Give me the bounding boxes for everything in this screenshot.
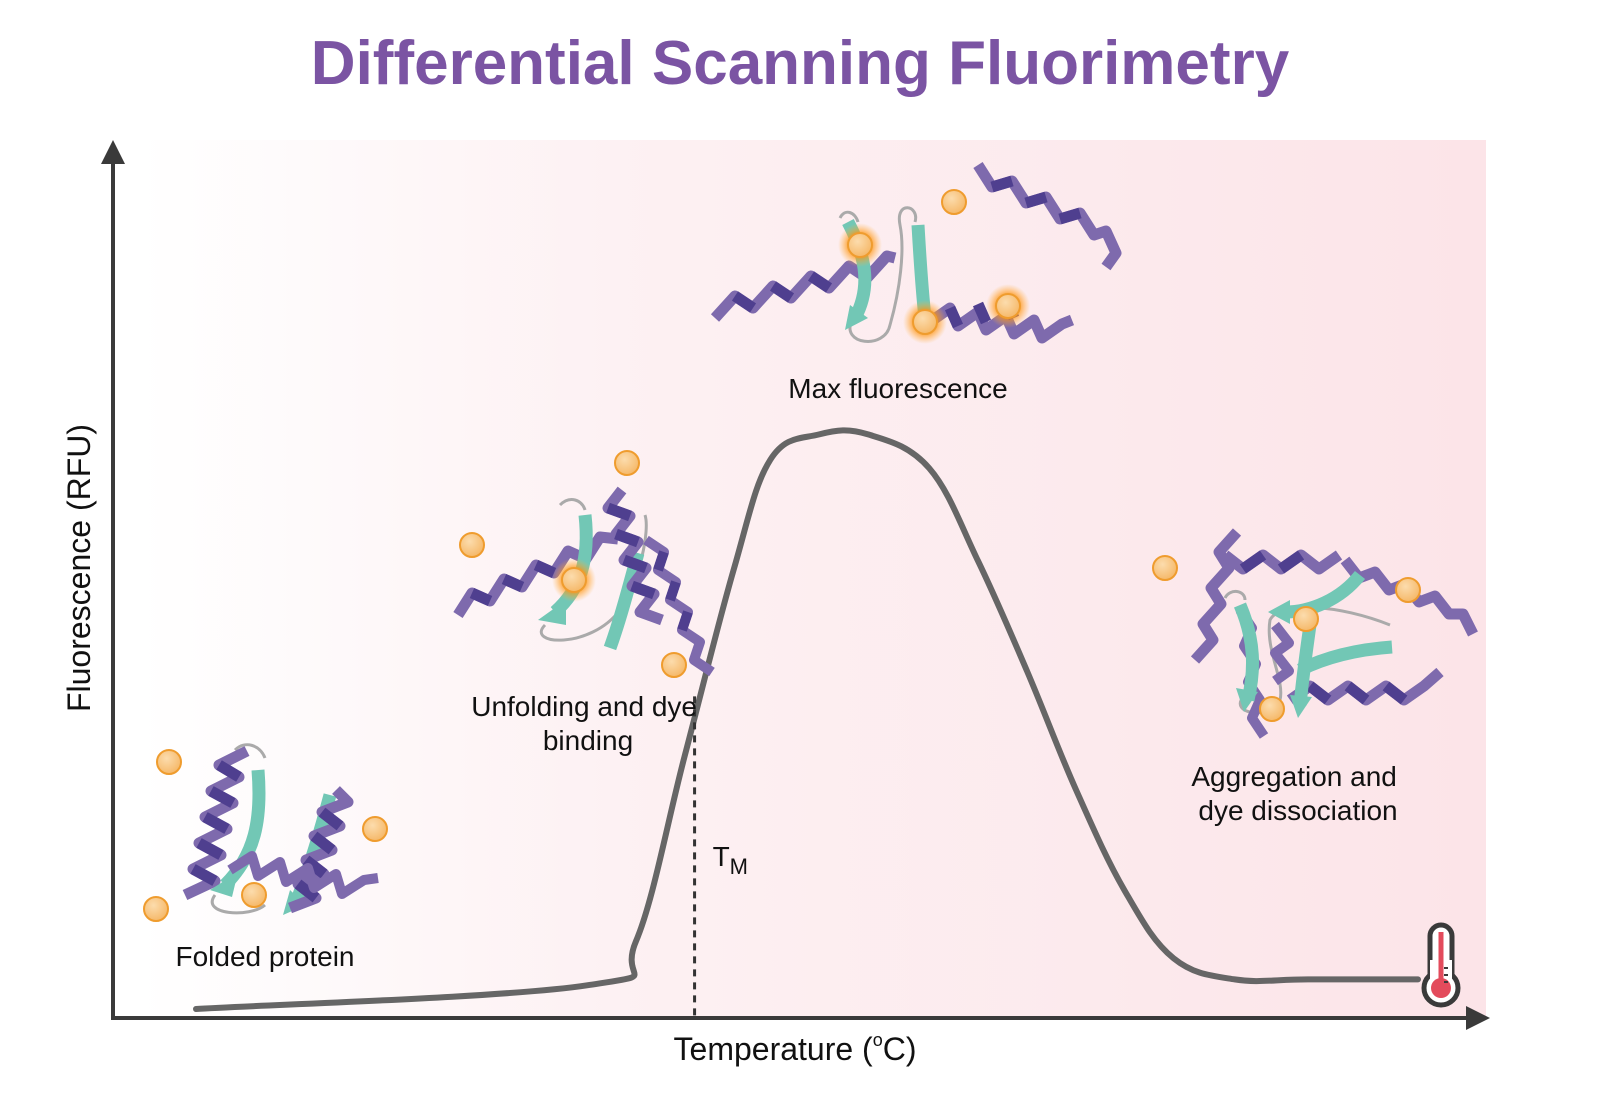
helix-ribbon xyxy=(1190,528,1242,664)
helix-ribbon-shadow xyxy=(606,502,656,600)
dye-molecule xyxy=(1259,696,1285,722)
y-axis-label: Fluorescence (RFU) xyxy=(61,424,97,712)
loop xyxy=(848,206,918,343)
dye-molecule xyxy=(143,896,169,922)
beta-strand xyxy=(1284,570,1366,619)
stage-label-aggregation: Aggregation and dye dissociation xyxy=(1191,761,1404,826)
loop xyxy=(233,743,267,759)
dye-molecules-max xyxy=(838,189,1030,344)
helix-ribbon-shadow xyxy=(1239,550,1305,574)
dye-molecules-unfolding xyxy=(459,450,687,678)
x-axis-label: Temperature (oC) xyxy=(674,1030,917,1067)
dye-molecule xyxy=(661,652,687,678)
y-axis xyxy=(101,140,125,1018)
tm-label: TM xyxy=(713,841,748,879)
helix-ribbon-shadow xyxy=(990,175,1082,225)
thermometer-icon xyxy=(1421,922,1461,1008)
dye-molecule-bound xyxy=(912,309,938,335)
dye-molecules-folded xyxy=(143,749,388,922)
dye-molecule-bound xyxy=(995,293,1021,319)
x-axis-arrowhead xyxy=(1466,1006,1490,1030)
beta-strand-arrowhead xyxy=(538,600,566,625)
beta-strand-arrowhead xyxy=(210,872,238,897)
dye-molecule xyxy=(459,532,485,558)
beta-strand-arrowhead xyxy=(1290,695,1312,718)
helix-ribbon-shadow xyxy=(469,559,557,607)
loop xyxy=(1223,590,1247,601)
melt-curve xyxy=(193,427,1421,1012)
loop xyxy=(210,894,266,915)
dye-molecule xyxy=(1152,555,1178,581)
plot-background xyxy=(140,140,1486,1017)
helix-ribbon-shadow xyxy=(1306,681,1408,705)
dye-molecules-aggregation xyxy=(1152,555,1421,722)
dye-molecule xyxy=(156,749,182,775)
stage-label-max: Max fluorescence xyxy=(788,373,1007,404)
dye-molecule-bound xyxy=(561,567,587,593)
stage-label-folded: Folded protein xyxy=(175,941,354,972)
diagram-title: Differential Scanning Fluorimetry xyxy=(310,29,1290,98)
dye-molecule xyxy=(362,816,388,842)
helix-ribbon-shadow xyxy=(190,760,242,886)
helix-ribbon xyxy=(227,851,379,899)
loop xyxy=(558,498,587,511)
beta-strand-arrowhead xyxy=(845,305,868,330)
y-axis-arrowhead xyxy=(101,140,125,164)
beta-strand-arrowhead xyxy=(1236,688,1258,712)
beta-strand-arrowhead xyxy=(1268,600,1290,624)
dye-molecule xyxy=(241,882,267,908)
dye-molecule xyxy=(614,450,640,476)
stage-label-unfolding: Unfolding and dye binding xyxy=(471,691,705,756)
dye-molecule xyxy=(1293,606,1319,632)
loop xyxy=(838,210,860,223)
dye-molecule-bound xyxy=(847,232,873,258)
folded-protein-illustration xyxy=(182,743,379,915)
dye-molecule xyxy=(941,189,967,215)
helix-ribbon-shadow xyxy=(653,550,693,632)
helix-ribbon-shadow xyxy=(731,271,833,313)
x-axis xyxy=(111,1006,1490,1030)
helix-ribbon-shadow xyxy=(294,807,344,903)
dye-molecule xyxy=(1395,577,1421,603)
helix-ribbon xyxy=(1270,621,1294,686)
